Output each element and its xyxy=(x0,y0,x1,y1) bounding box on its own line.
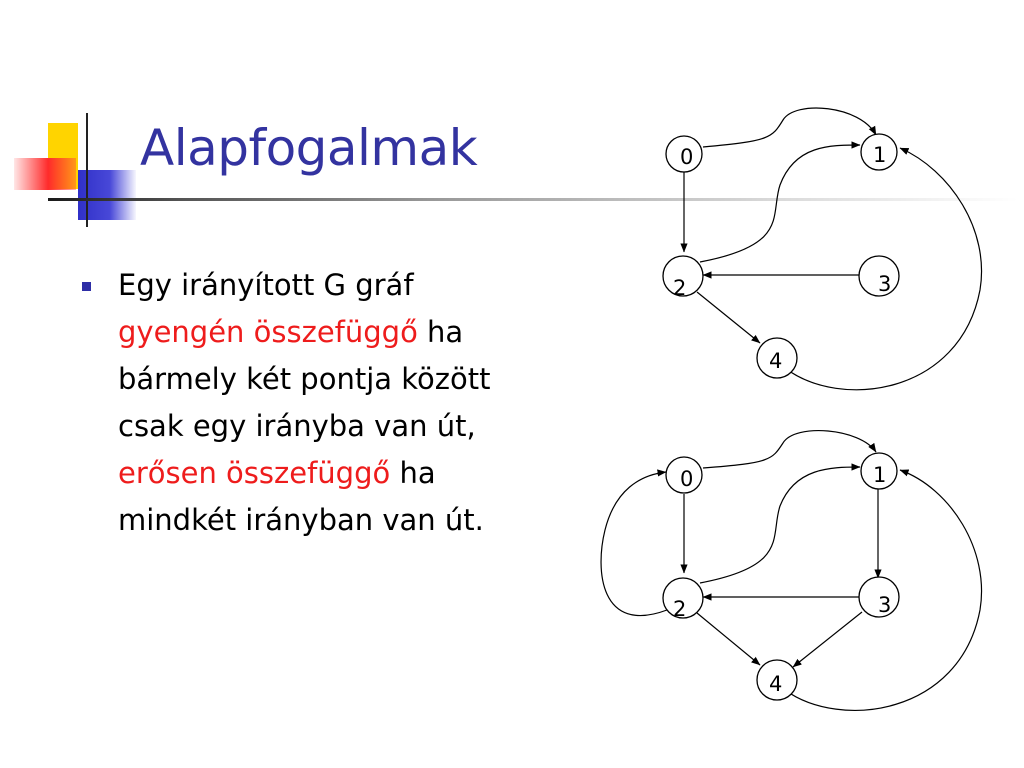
highlight-weakly-connected: gyengén összefüggő xyxy=(118,315,418,349)
graph-node xyxy=(756,337,798,379)
edge-2-4 xyxy=(696,291,761,344)
text-segment: Egy irányított G gráf xyxy=(118,268,414,302)
slide-title: Alapfogalmak xyxy=(140,119,478,177)
edge-4-1 xyxy=(784,147,982,391)
bullet-text: Egy irányított G gráf gyengén összefüggő… xyxy=(118,262,530,544)
node-label: 4 xyxy=(769,349,782,373)
graph-node xyxy=(858,255,900,297)
node-label: 3 xyxy=(878,272,891,296)
node-label: 2 xyxy=(673,276,686,300)
node-label: 1 xyxy=(873,463,886,487)
node-label: 2 xyxy=(673,597,686,621)
node-label: 3 xyxy=(878,593,891,617)
deco-vertical-line xyxy=(86,113,88,227)
deco-red-bar xyxy=(14,158,76,190)
bullet-square-icon xyxy=(82,282,91,291)
bullet-list: Egy irányított G gráf gyengén összefüggő… xyxy=(80,262,530,544)
graph-node xyxy=(860,133,898,171)
edge-2-4 xyxy=(696,612,761,666)
edge-3-4 xyxy=(792,611,863,668)
edge-0-1 xyxy=(702,430,877,469)
bullet-item: Egy irányított G gráf gyengén összefüggő… xyxy=(80,262,530,544)
graph-node xyxy=(662,577,704,619)
graph-node xyxy=(662,255,704,297)
node-label: 0 xyxy=(680,467,693,491)
edge-2-1 xyxy=(699,463,861,584)
edge-4-1 xyxy=(784,469,982,711)
text-segment: ha bármely két pontja között csak egy ir… xyxy=(118,315,491,443)
edge-2-1 xyxy=(699,141,861,263)
node-label: 1 xyxy=(873,143,886,167)
node-label: 0 xyxy=(680,145,693,169)
graph-node xyxy=(858,576,900,618)
highlight-strongly-connected: erősen összefüggő xyxy=(118,456,391,490)
title-divider-line xyxy=(48,198,1018,201)
graph-node xyxy=(665,456,703,494)
graph-node xyxy=(665,135,703,173)
edge-2-0 xyxy=(600,469,668,617)
node-label: 4 xyxy=(769,672,782,696)
graph-node xyxy=(860,452,898,490)
graph-node xyxy=(756,659,798,701)
edge-0-1 xyxy=(702,107,877,148)
diagram-strongly-connected: 0 1 2 3 4 xyxy=(600,430,982,711)
text-segment: ha mindkét irányban van út. xyxy=(118,456,484,537)
diagram-weakly-connected: 0 1 2 3 4 xyxy=(662,107,982,391)
